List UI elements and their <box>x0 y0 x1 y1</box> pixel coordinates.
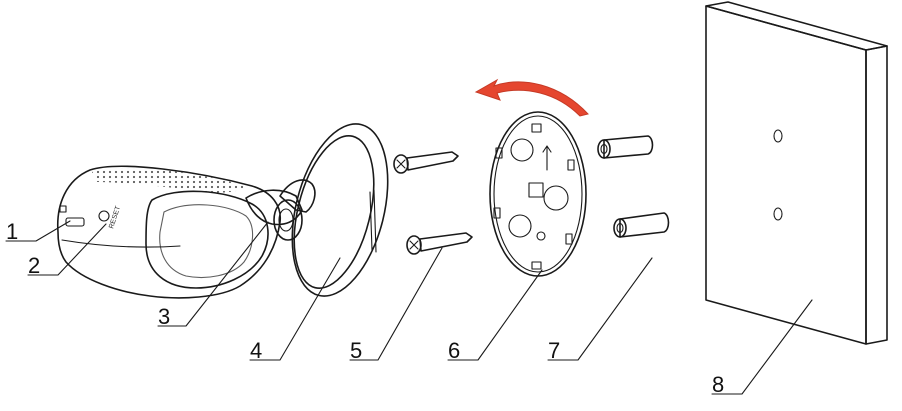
callout-4: 4 <box>250 338 262 363</box>
sd-card-slot <box>65 217 85 227</box>
rotation-arrow <box>474 78 589 117</box>
wall-panel <box>705 1 888 345</box>
callout-1: 1 <box>6 219 18 244</box>
screw-upper <box>393 151 459 174</box>
callout-8: 8 <box>712 372 724 397</box>
callout-5: 5 <box>350 338 362 363</box>
reset-button <box>98 210 110 222</box>
callout-6: 6 <box>448 338 460 363</box>
screw-lower <box>406 232 473 255</box>
swivel-mount <box>245 179 316 241</box>
wall-hole-upper <box>773 129 783 143</box>
wall-anchor-upper <box>597 135 654 159</box>
callout-7: 7 <box>548 338 560 363</box>
callout-2: 2 <box>28 253 40 278</box>
wall-anchor-lower <box>613 212 670 238</box>
camera-body: RESET <box>56 165 281 299</box>
mounting-plate <box>291 123 389 297</box>
callout-3: 3 <box>158 304 170 329</box>
reset-text: RESET <box>108 205 122 230</box>
wall-hole-lower <box>773 207 783 221</box>
base-plate <box>489 111 587 277</box>
leader-lines <box>5 220 813 395</box>
